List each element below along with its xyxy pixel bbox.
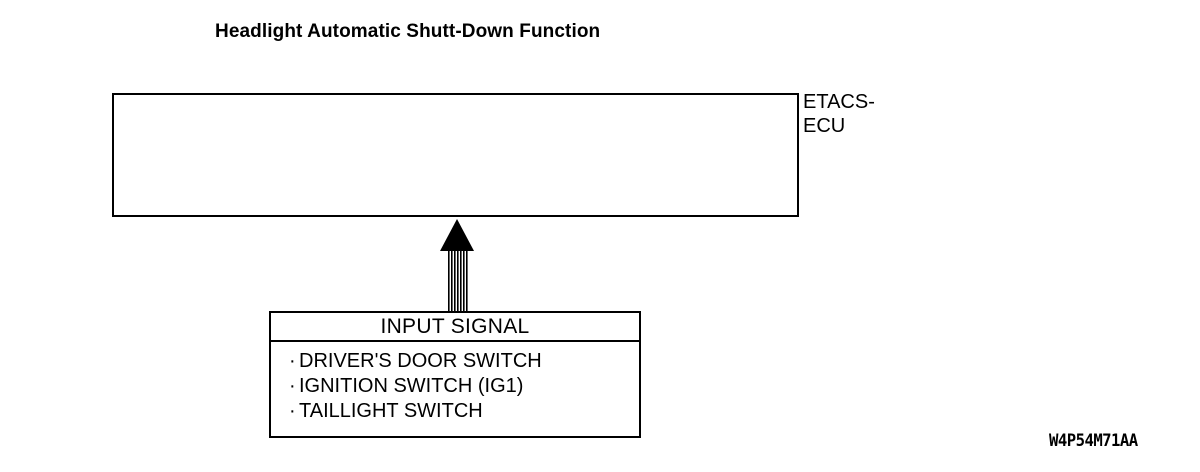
figure-code: W4P54M71AA: [1049, 431, 1138, 451]
input-signal-panel: INPUT SIGNAL · DRIVER'S DOOR SWITCH · IG…: [269, 311, 641, 438]
list-item-label: IGNITION SWITCH (IG1): [299, 375, 524, 397]
etacs-ecu-label: ETACS- ECU: [803, 90, 875, 138]
list-item: · DRIVER'S DOOR SWITCH: [289, 349, 639, 374]
list-item: · TAILLIGHT SWITCH: [289, 399, 639, 424]
input-signal-header: INPUT SIGNAL: [271, 313, 639, 342]
bullet-icon: ·: [289, 350, 296, 372]
etacs-ecu-box: [112, 93, 799, 217]
input-signal-header-label: INPUT SIGNAL: [380, 315, 530, 338]
input-signal-list: · DRIVER'S DOOR SWITCH · IGNITION SWITCH…: [271, 342, 639, 424]
list-item: · IGNITION SWITCH (IG1): [289, 374, 639, 399]
arrow-shaft-lines: [448, 250, 468, 313]
bullet-icon: ·: [289, 400, 296, 422]
list-item-label: TAILLIGHT SWITCH: [299, 400, 483, 422]
bullet-icon: ·: [289, 375, 296, 397]
figure-title: Headlight Automatic Shutt-Down Function: [215, 21, 601, 42]
etacs-ecu-label-line2: ECU: [803, 115, 846, 137]
input-signal-arrow: [439, 217, 475, 313]
etacs-ecu-label-line1: ETACS-: [803, 91, 875, 113]
arrow-head-icon: [440, 219, 474, 251]
list-item-label: DRIVER'S DOOR SWITCH: [299, 350, 542, 372]
input-signal-arrow-glyph: [440, 219, 474, 313]
